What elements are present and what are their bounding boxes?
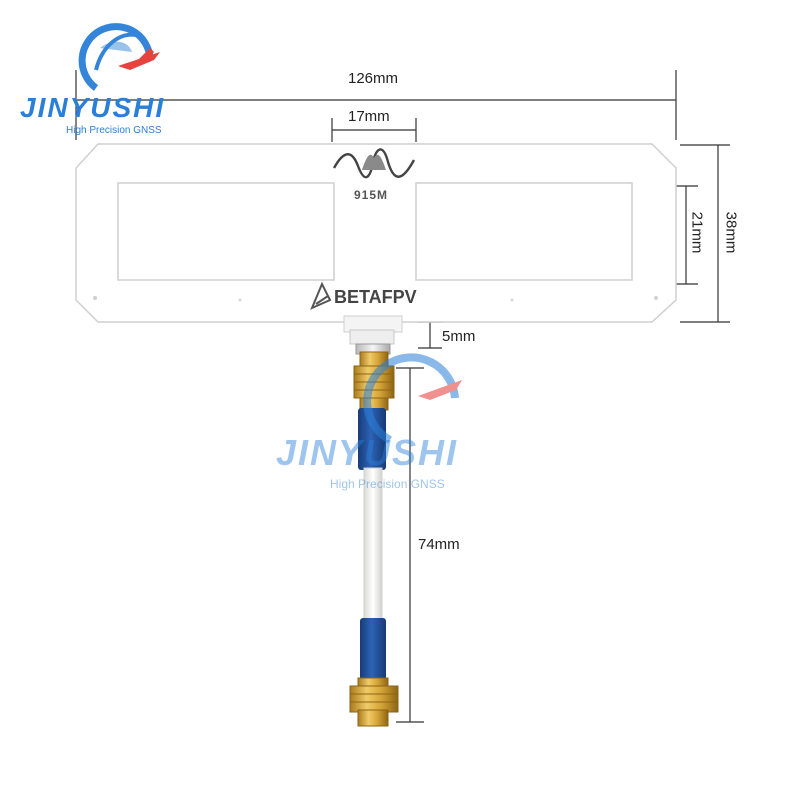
dimension-total-width: 126mm	[348, 70, 399, 87]
frequency-label: 915M	[354, 188, 389, 202]
watermark-tagline-top: High Precision GNSS	[66, 125, 162, 136]
antenna-board	[75, 143, 677, 323]
sma-connector-bottom	[349, 677, 399, 727]
globe-plane-icon-center	[363, 353, 462, 444]
watermark-brand-top: JINYUSHI	[20, 92, 166, 123]
heatshrink-bottom	[360, 618, 386, 682]
dimension-inner-gap: 17mm	[348, 108, 390, 125]
brand-label: BETAFPV	[334, 287, 417, 307]
dimension-window-height: 21mm	[688, 211, 706, 254]
watermark-tagline-center: High Precision GNSS	[330, 477, 445, 491]
dimension-cable-length: 74mm	[418, 536, 460, 553]
board-window-left	[117, 182, 335, 281]
board-window-right	[415, 182, 633, 281]
dimension-connector-gap: 5mm	[442, 328, 476, 345]
dimension-total-height: 38mm	[722, 211, 740, 254]
board-feed-connector	[343, 315, 403, 355]
watermark-brand-center: JINYUSHI	[276, 432, 459, 473]
globe-plane-icon	[78, 23, 160, 91]
heatshrink-top	[358, 408, 386, 470]
betafpv-logo-icon	[310, 281, 332, 310]
